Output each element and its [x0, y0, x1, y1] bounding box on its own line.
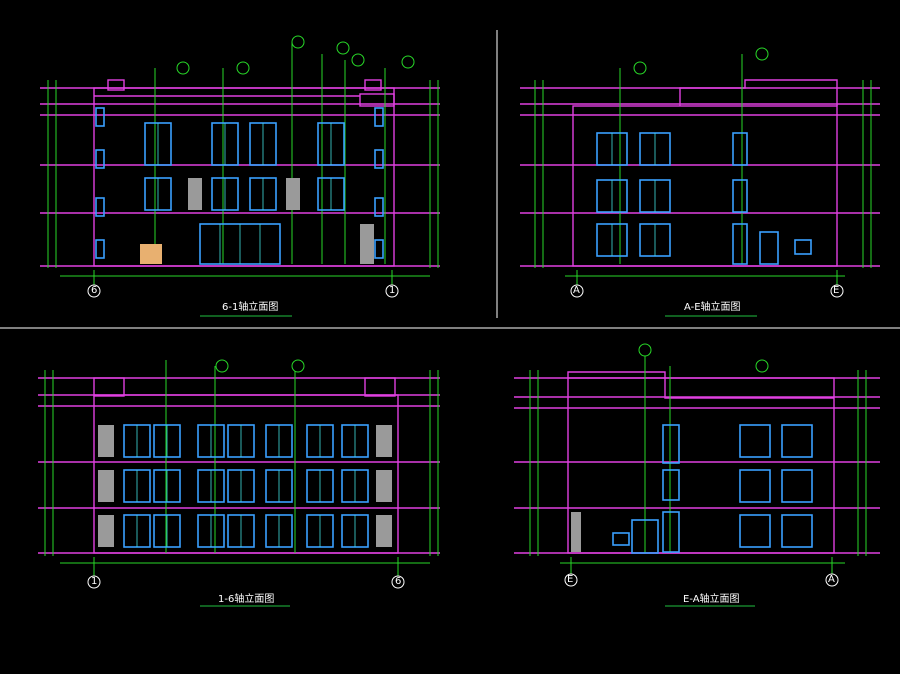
elevation-e-a: [514, 343, 880, 607]
p1-drawing-title: 6-1轴立面图: [222, 302, 279, 313]
p2-drawing-title: A-E轴立面图: [684, 302, 741, 313]
p2-axis-left-label: A: [573, 285, 580, 296]
elevation-6-1: [40, 35, 440, 317]
p3-axis-left-label: 1: [91, 576, 98, 587]
p2-axis-right-label: E: [833, 285, 840, 296]
p3-drawing-title: 1-6轴立面图: [218, 594, 275, 605]
p1-axis-left-label: 6: [91, 285, 98, 296]
p4-drawing-title: E-A轴立面图: [683, 594, 740, 605]
p1-axis-right-label: 1: [389, 285, 396, 296]
elevation-1-6: [38, 359, 440, 607]
p3-axis-right-label: 6: [395, 576, 402, 587]
p4-axis-right-label: A: [828, 574, 835, 585]
p4-axis-left-label: E: [567, 574, 574, 585]
elevation-a-e: [520, 47, 880, 317]
